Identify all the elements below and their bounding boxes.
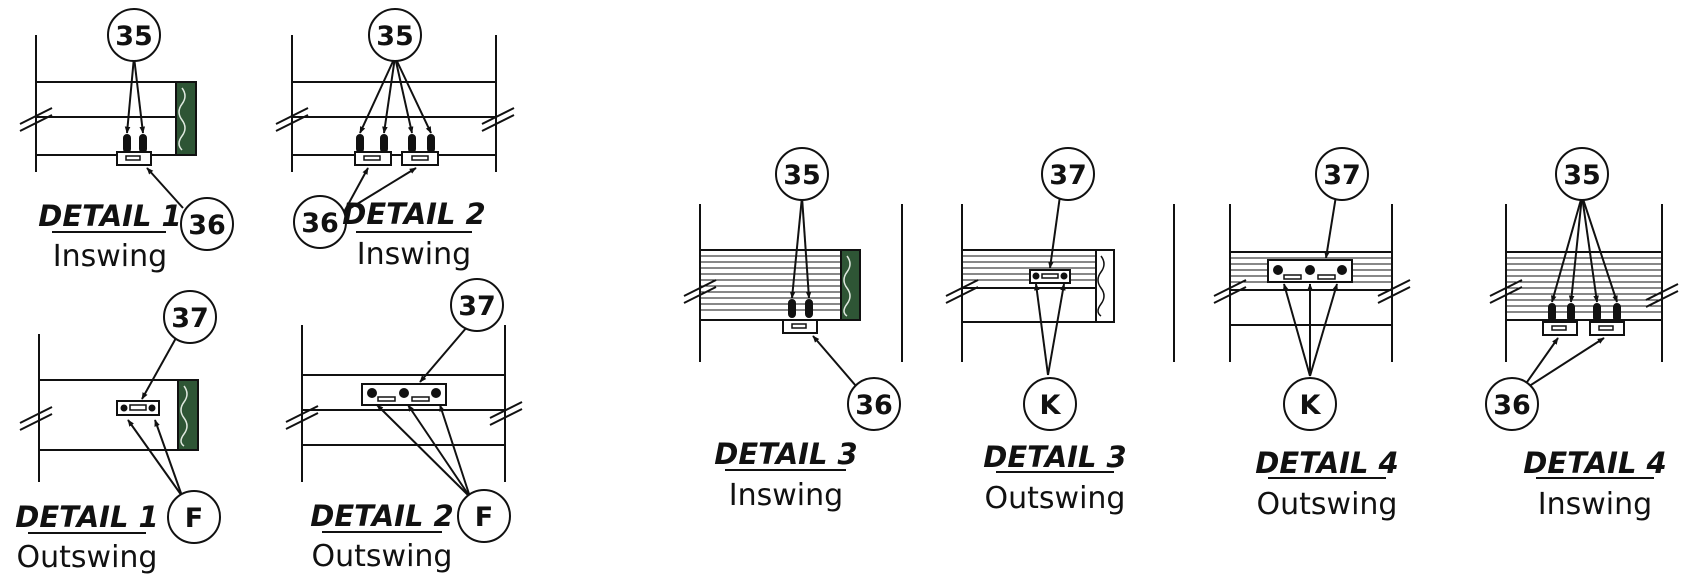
screw-icon	[1567, 303, 1575, 322]
screw-icon	[788, 299, 796, 318]
detail-swing: Outswing	[17, 540, 158, 575]
callout-label: 35	[115, 21, 153, 52]
detail-4-inswing	[1485, 147, 1679, 479]
detail-2-inswing	[275, 8, 515, 249]
screw-icon	[805, 299, 813, 318]
detail-swing: Inswing	[1538, 487, 1652, 522]
detail-1-inswing	[19, 8, 234, 251]
screw-icon	[139, 134, 147, 153]
screw-icon	[427, 134, 435, 153]
detail-title: DETAIL 4	[1255, 446, 1398, 480]
screw-icon	[1613, 303, 1621, 322]
callout-label: 36	[855, 390, 893, 421]
detail-title: DETAIL 3	[983, 440, 1126, 474]
callout-label: 37	[1323, 160, 1361, 191]
detail-swing: Outswing	[1257, 487, 1398, 522]
callout-label: K	[1300, 390, 1322, 421]
wood-jamb-icon	[177, 379, 199, 451]
screw-icon	[1548, 303, 1556, 322]
callout-label: F	[475, 502, 493, 533]
callout-label: 36	[188, 210, 226, 241]
callout-label: 35	[1563, 160, 1601, 191]
callout-label: 35	[376, 21, 414, 52]
callout-label: F	[185, 503, 203, 534]
callout-label: 37	[171, 303, 209, 334]
detail-swing: Outswing	[312, 539, 453, 574]
screw-icon	[380, 134, 388, 153]
wood-jamb-icon	[840, 249, 861, 321]
detail-3-inswing	[683, 147, 903, 471]
detail-title: DETAIL 1	[38, 199, 181, 233]
callout-label: 37	[458, 291, 496, 322]
callout-label: 37	[1049, 160, 1087, 191]
detail-4-outswing	[1213, 147, 1411, 479]
callout-label: K	[1040, 390, 1062, 421]
detail-title: DETAIL 2	[310, 499, 453, 533]
detail-swing: Inswing	[357, 237, 471, 272]
detail-swing: Inswing	[729, 478, 843, 513]
detail-title: DETAIL 3	[714, 437, 857, 471]
detail-swing: Inswing	[53, 239, 167, 274]
screw-icon	[408, 134, 416, 153]
detail-1-outswing	[19, 290, 221, 544]
screw-icon	[123, 134, 131, 153]
detail-title: DETAIL 1	[15, 500, 158, 534]
detail-3-outswing	[945, 147, 1175, 473]
callout-label: 36	[1493, 390, 1531, 421]
detail-2-outswing	[285, 278, 523, 543]
callout-label: 35	[783, 160, 821, 191]
detail-title: DETAIL 2	[342, 197, 485, 231]
screw-icon	[356, 134, 364, 153]
screw-icon	[1593, 303, 1601, 322]
callout-label: 36	[301, 208, 339, 239]
detail-title: DETAIL 4	[1523, 446, 1666, 480]
detail-swing: Outswing	[985, 481, 1126, 516]
